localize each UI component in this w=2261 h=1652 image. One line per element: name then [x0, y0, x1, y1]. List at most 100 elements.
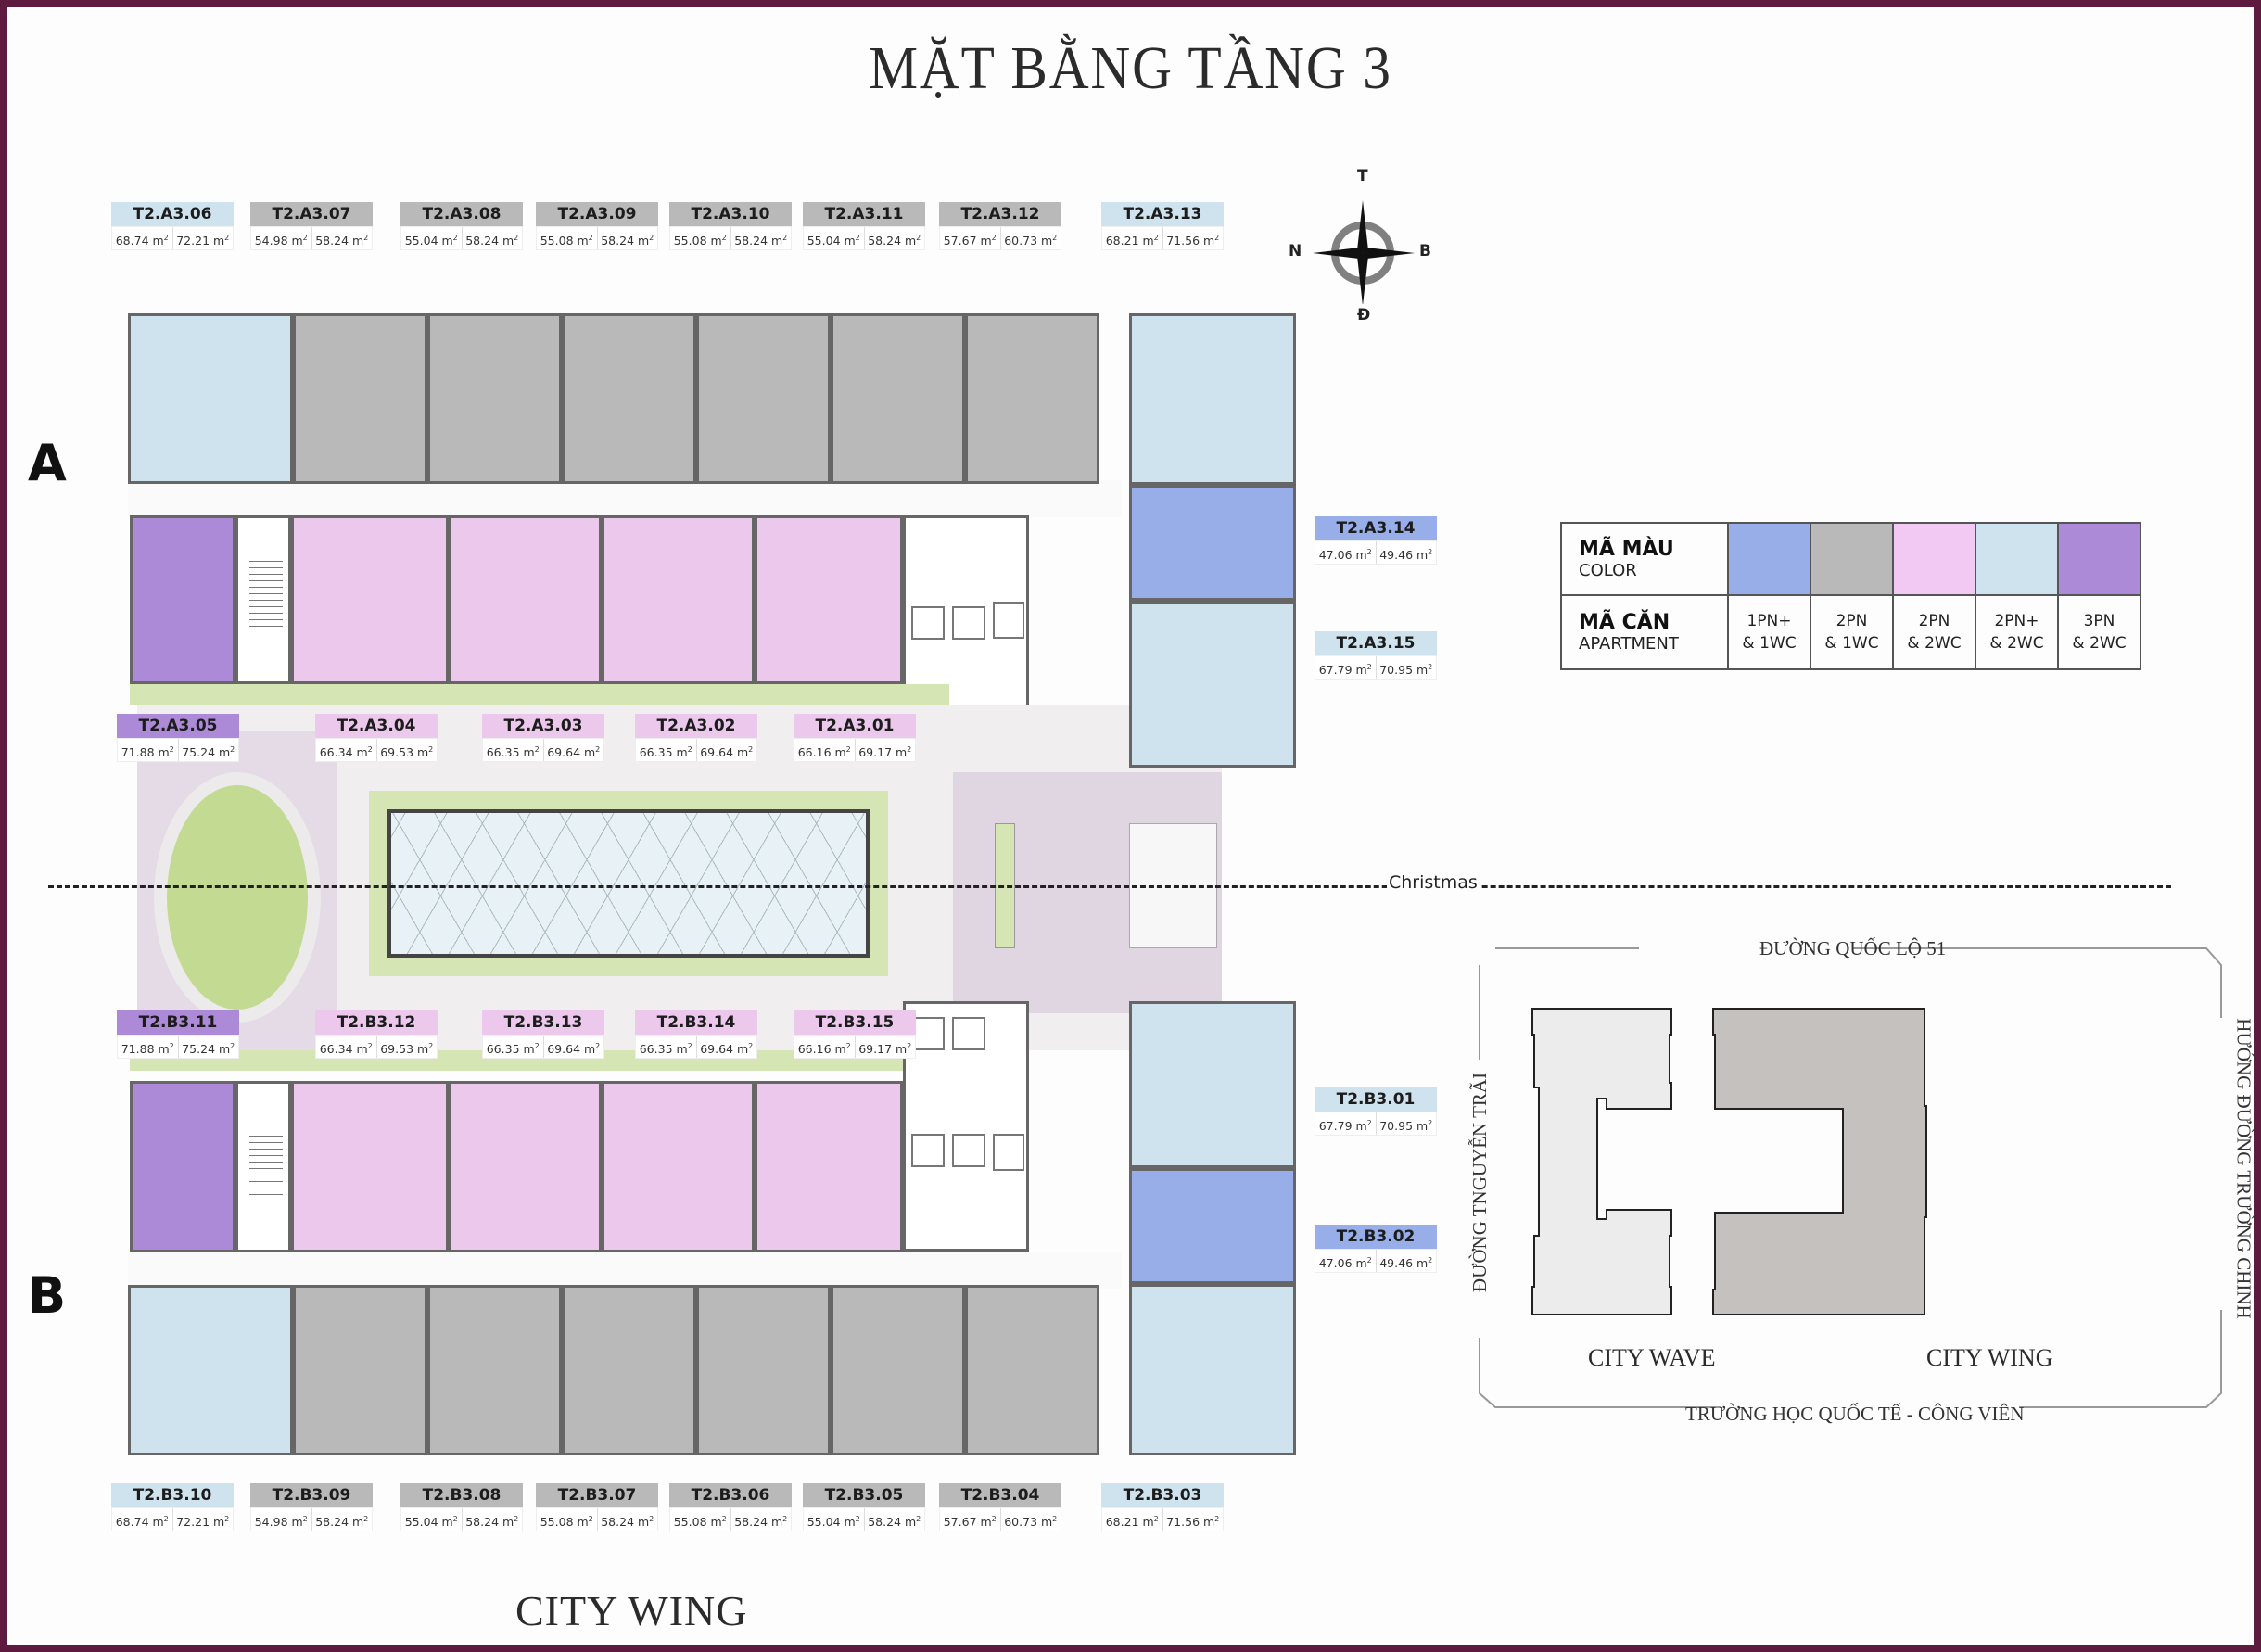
unit-plan-t2-b3-07[interactable]: [562, 1285, 696, 1455]
compass-star-icon: [1313, 200, 1415, 304]
unit-area-gross: 69.64 m2: [542, 739, 604, 761]
unit-area-gross: 49.46 m2: [1375, 541, 1437, 564]
unit-code: T2.B3.08: [400, 1483, 523, 1507]
compass-west-label: N: [1289, 242, 1302, 261]
unit-plan-t2-b3-05[interactable]: [831, 1285, 965, 1455]
unit-area-gross: 72.21 m2: [171, 227, 234, 249]
building-label-city-wing: CITY WING: [1926, 1344, 2053, 1371]
site-boundary-icon: [1479, 947, 2222, 1408]
unit-area-gross: 58.24 m2: [596, 227, 658, 249]
unit-area-net: 66.35 m2: [486, 1042, 540, 1057]
unit-area-net: 68.74 m2: [115, 1515, 169, 1530]
unit-code: T2.A3.09: [536, 202, 658, 226]
unit-plan-t2-b3-14[interactable]: [602, 1081, 755, 1252]
unit-area-net: 68.21 m2: [1105, 234, 1159, 248]
unit-code: T2.A3.03: [482, 714, 604, 738]
unit-plan-t2-a3-14[interactable]: [1129, 485, 1296, 601]
unit-plan-t2-b3-02[interactable]: [1129, 1168, 1296, 1284]
unit-plan-t2-a3-10[interactable]: [696, 313, 831, 484]
floor-plan: [119, 304, 1301, 1463]
legend-swatch-1pn-1wc: [1727, 522, 1811, 596]
unit-plan-t2-b3-15[interactable]: [755, 1081, 903, 1252]
unit-plan-t2-a3-02[interactable]: [602, 515, 755, 684]
road-label-left: ĐƯỜNG TNGUYỄN TRÃI: [1468, 1072, 1492, 1293]
unit-code: T2.A3.04: [315, 714, 438, 738]
unit-plan-t2-a3-11[interactable]: [831, 313, 965, 484]
unit-plan-t2-a3-12[interactable]: [965, 313, 1099, 484]
unit-area-net: 66.35 m2: [639, 745, 692, 760]
unit-area-gross: 58.24 m2: [311, 1508, 373, 1531]
unit-area-gross: 69.64 m2: [695, 1036, 757, 1058]
unit-area-net: 47.06 m2: [1318, 1256, 1372, 1271]
road-label-right: HƯỚNG ĐƯỜNG TRƯỜNG CHINH: [2232, 1018, 2255, 1319]
road-label-top: ĐƯỜNG QUỐC LỘ 51: [1759, 937, 1947, 959]
unit-area-net: 67.79 m2: [1318, 663, 1372, 678]
unit-plan-t2-a3-03[interactable]: [449, 515, 602, 684]
unit-plan-t2-b3-08[interactable]: [427, 1285, 562, 1455]
unit-area-net: 55.08 m2: [540, 234, 593, 248]
unit-plan-t2-a3-13[interactable]: [1129, 313, 1296, 485]
unit-plan-t2-b3-12[interactable]: [291, 1081, 449, 1252]
unit-area-gross: 69.53 m2: [375, 739, 438, 761]
unit-plan-t2-b3-11[interactable]: [130, 1081, 235, 1252]
unit-plan-t2-b3-10[interactable]: [128, 1285, 293, 1455]
unit-plan-t2-b3-06[interactable]: [696, 1285, 831, 1455]
site-map: ĐƯỜNG QUỐC LỘ 51 TRƯỜNG HỌC QUỐC TẾ - CÔ…: [1468, 937, 2255, 1425]
unit-plan-t2-a3-07[interactable]: [293, 313, 427, 484]
unit-plan-t2-a3-06[interactable]: [128, 313, 293, 484]
unit-plan-t2-b3-04[interactable]: [965, 1285, 1099, 1455]
unit-code: T2.A3.08: [400, 202, 523, 226]
unit-area-gross: 60.73 m2: [999, 227, 1061, 249]
unit-area-gross: 69.53 m2: [375, 1036, 438, 1058]
compass-east-label: B: [1419, 242, 1431, 261]
unit-plan-t2-a3-09[interactable]: [562, 313, 696, 484]
legend-apartment-header: MÃ CĂN APARTMENT: [1560, 594, 1729, 670]
unit-plan-t2-a3-05[interactable]: [130, 515, 235, 684]
unit-plan-t2-b3-03[interactable]: [1129, 1284, 1296, 1455]
unit-plan-t2-b3-13[interactable]: [449, 1081, 602, 1252]
unit-area-net: 55.08 m2: [673, 1515, 727, 1530]
unit-plan-t2-a3-08[interactable]: [427, 313, 562, 484]
unit-area-gross: 58.24 m2: [461, 1508, 523, 1531]
unit-area-gross: 75.24 m2: [177, 1036, 239, 1058]
unit-plan-t2-b3-01[interactable]: [1129, 1001, 1296, 1168]
unit-area-net: 68.21 m2: [1105, 1515, 1159, 1530]
unit-plan-t2-a3-04[interactable]: [291, 515, 449, 684]
unit-area-net: 57.67 m2: [943, 234, 997, 248]
unit-plan-t2-b3-09[interactable]: [293, 1285, 427, 1455]
unit-plan-t2-a3-01[interactable]: [755, 515, 903, 684]
unit-plan-t2-a3-15[interactable]: [1129, 601, 1296, 768]
unit-code: T2.B3.13: [482, 1010, 604, 1035]
unit-area-net: 47.06 m2: [1318, 548, 1372, 563]
